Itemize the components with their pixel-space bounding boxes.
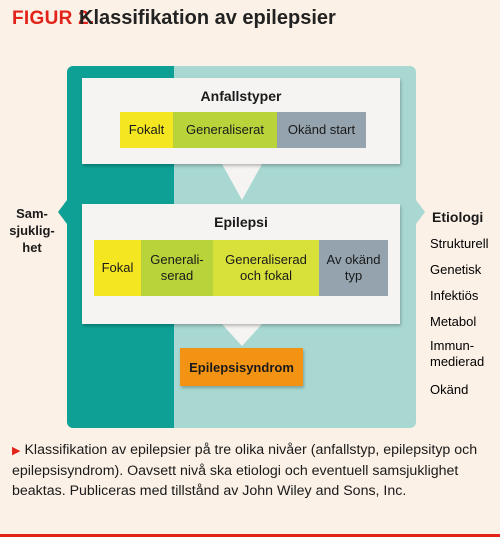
etiologi-item: Infektiös: [430, 288, 479, 303]
etiologi-item: Metabol: [430, 314, 477, 329]
etiologi-item: Okänd: [430, 382, 469, 397]
caption-arrow-icon: ▶: [12, 445, 21, 457]
etiologi-item: Immun- medierad: [430, 338, 485, 370]
epilepsisyndrom-box: Epilepsisyndrom: [180, 348, 303, 386]
arrow-down-2: [222, 324, 262, 346]
etiologi-item: Strukturell: [430, 236, 489, 251]
bottom-rule: [0, 534, 500, 537]
epilepsi-box: Epilepsi Fokal Generali- serad Generalis…: [82, 204, 400, 324]
left-brace-notch: [58, 200, 67, 224]
epi-cell-generaliserad: Generali- serad: [141, 240, 213, 296]
epilepsi-title: Epilepsi: [214, 214, 268, 230]
epi-cell-fokal: Fokal: [94, 240, 141, 296]
anfall-cell-generaliserat: Generaliserat: [173, 112, 277, 148]
left-brace: [58, 70, 67, 424]
caption-text: Klassifikation av epilepsier på tre olik…: [12, 442, 478, 500]
epi-cell-generaliserad-och-fokal: Generaliserad och fokal: [213, 240, 319, 296]
etiologi-item: Genetisk: [430, 262, 482, 277]
anfallstyper-title: Anfallstyper: [200, 88, 282, 104]
figure-label: FIGUR 2.: [12, 8, 95, 29]
figure-title: Klassifikation av epilepsier: [79, 7, 336, 29]
etiologi-title: Etiologi: [432, 209, 484, 225]
anfall-cell-fokalt: Fokalt: [120, 112, 173, 148]
arrow-down-1: [222, 164, 262, 200]
right-brace-notch: [416, 200, 425, 224]
samsjuklighet-label: Sam- sjuklig- het: [9, 206, 55, 255]
epi-cell-av-okand-typ: Av okänd typ: [319, 240, 388, 296]
anfallstyper-box: Anfallstyper Fokalt Generaliserat Okänd …: [82, 78, 400, 164]
anfall-cell-okand-start: Okänd start: [277, 112, 366, 148]
caption: ▶Klassifikation av epilepsier på tre oli…: [12, 440, 492, 502]
